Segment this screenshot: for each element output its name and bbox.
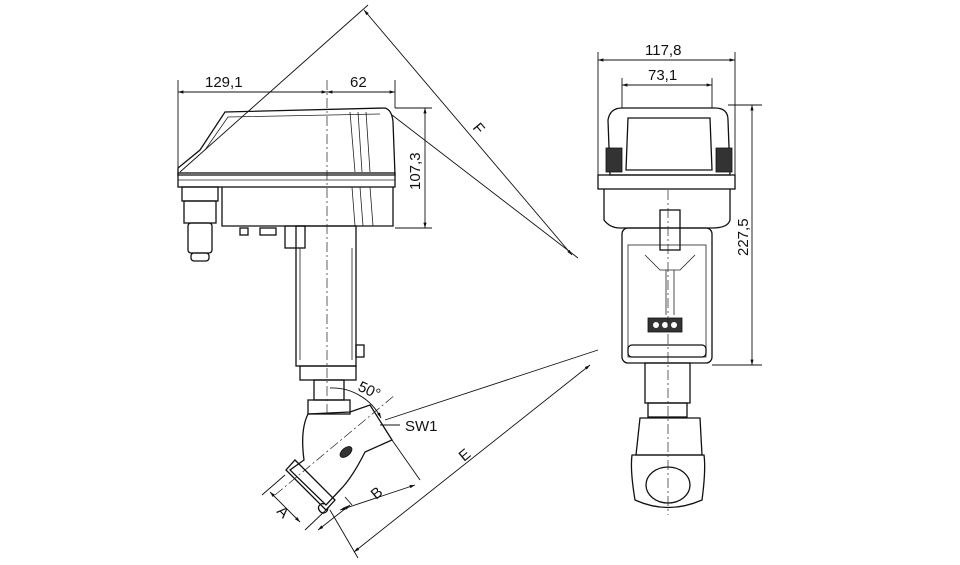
dim-c: C (314, 499, 333, 519)
dim-227-5: 227,5 (735, 218, 752, 256)
front-view-actuator (597, 107, 736, 515)
dim-62: 62 (350, 74, 367, 91)
dim-a: A (273, 503, 292, 522)
dim-73-1: 73,1 (648, 67, 677, 84)
dim-e: E (456, 446, 475, 465)
dim-117-8: 117,8 (645, 42, 681, 59)
angle-50: 50° (355, 378, 383, 403)
front-view-dimensions: 117,8 73,1 227,5 (597, 42, 762, 366)
wrench-size-sw1: SW1 (405, 418, 438, 435)
side-view-dimensions: 129,1 62 107,3 F 50° SW1 E B A C (177, 4, 599, 559)
dim-f: F (469, 120, 488, 138)
dim-107-3: 107,3 (407, 152, 424, 190)
dim-129-1: 129,1 (205, 74, 243, 91)
